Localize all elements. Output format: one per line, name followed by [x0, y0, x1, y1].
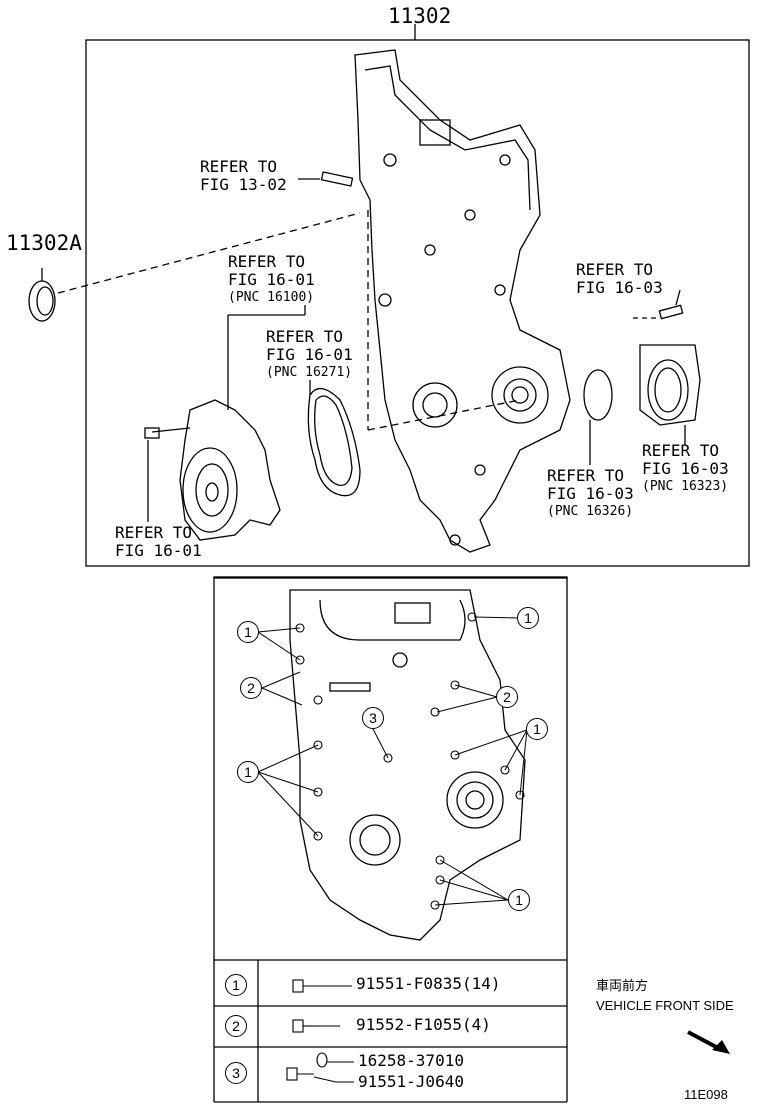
- top-frame: [85, 39, 750, 567]
- legend-num: 2: [225, 1015, 247, 1037]
- direction-label-jp: 車両前方: [596, 978, 649, 993]
- marker-bolt-1: 1: [526, 718, 548, 740]
- marker-bolt-2: 2: [496, 686, 518, 708]
- legend-part-number: 91551-F0835(14): [356, 974, 501, 993]
- cover-front-view: [289, 589, 526, 941]
- chain-cover: [354, 49, 571, 553]
- pump-gasket: [307, 388, 361, 497]
- figure-id: 11E098: [684, 1087, 728, 1102]
- callout-fig1603-oring: REFER TO FIG 16-03 (PNC 16326): [547, 467, 634, 521]
- seal-part-number: 11302A: [6, 231, 82, 255]
- callout-fig1603-flange: REFER TO FIG 16-03 (PNC 16323): [642, 442, 729, 496]
- callout-pnc: (PNC 16326): [547, 504, 634, 519]
- callout-line1: REFER TO: [115, 523, 193, 542]
- direction-label-en: VEHICLE FRONT SIDE: [596, 998, 734, 1013]
- housing-flange: [639, 344, 701, 426]
- callout-line2: FIG 16-03: [642, 459, 729, 478]
- callout-pnc: (PNC 16271): [266, 365, 353, 380]
- marker-bolt-1: 1: [237, 621, 259, 643]
- callout-pnc: (PNC 16100): [228, 290, 315, 305]
- callout-line1: REFER TO: [228, 252, 306, 271]
- callout-line1: REFER TO: [642, 441, 720, 460]
- callout-line2: FIG 16-01: [266, 345, 353, 364]
- callout-fig1601-pump: REFER TO FIG 16-01 (PNC 16100): [228, 253, 315, 307]
- callout-line2: FIG 16-03: [576, 278, 663, 297]
- legend-part-number: 91551-J0640: [358, 1072, 464, 1091]
- callout-line2: FIG 16-01: [228, 270, 315, 289]
- callout-line1: REFER TO: [200, 157, 278, 176]
- callout-line1: REFER TO: [547, 466, 625, 485]
- marker-bolt-3: 3: [362, 707, 384, 729]
- legend-num: 1: [225, 974, 247, 996]
- water-pump: [179, 399, 281, 541]
- marker-bolt-1: 1: [237, 761, 259, 783]
- callout-line1: REFER TO: [266, 327, 344, 346]
- marker-bolt-1: 1: [508, 889, 530, 911]
- callout-fig1603-bolt: REFER TO FIG 16-03: [576, 261, 663, 297]
- callout-pnc: (PNC 16323): [642, 479, 729, 494]
- marker-bolt-2: 2: [240, 677, 262, 699]
- callout-fig1601-bolt: REFER TO FIG 16-01: [115, 524, 202, 560]
- callout-fig1601-gasket: REFER TO FIG 16-01 (PNC 16271): [266, 328, 353, 382]
- callout-line2: FIG 16-03: [547, 484, 634, 503]
- main-part-number: 11302: [388, 4, 452, 28]
- legend-num: 3: [225, 1062, 247, 1084]
- callout-line2: FIG 13-02: [200, 175, 287, 194]
- legend-part-number: 91552-F1055(4): [356, 1015, 491, 1034]
- legend-part-number: 16258-37010: [358, 1051, 464, 1070]
- callout-fig1302: REFER TO FIG 13-02: [200, 158, 287, 194]
- callout-line2: FIG 16-01: [115, 541, 202, 560]
- callout-line1: REFER TO: [576, 260, 654, 279]
- marker-bolt-1: 1: [517, 607, 539, 629]
